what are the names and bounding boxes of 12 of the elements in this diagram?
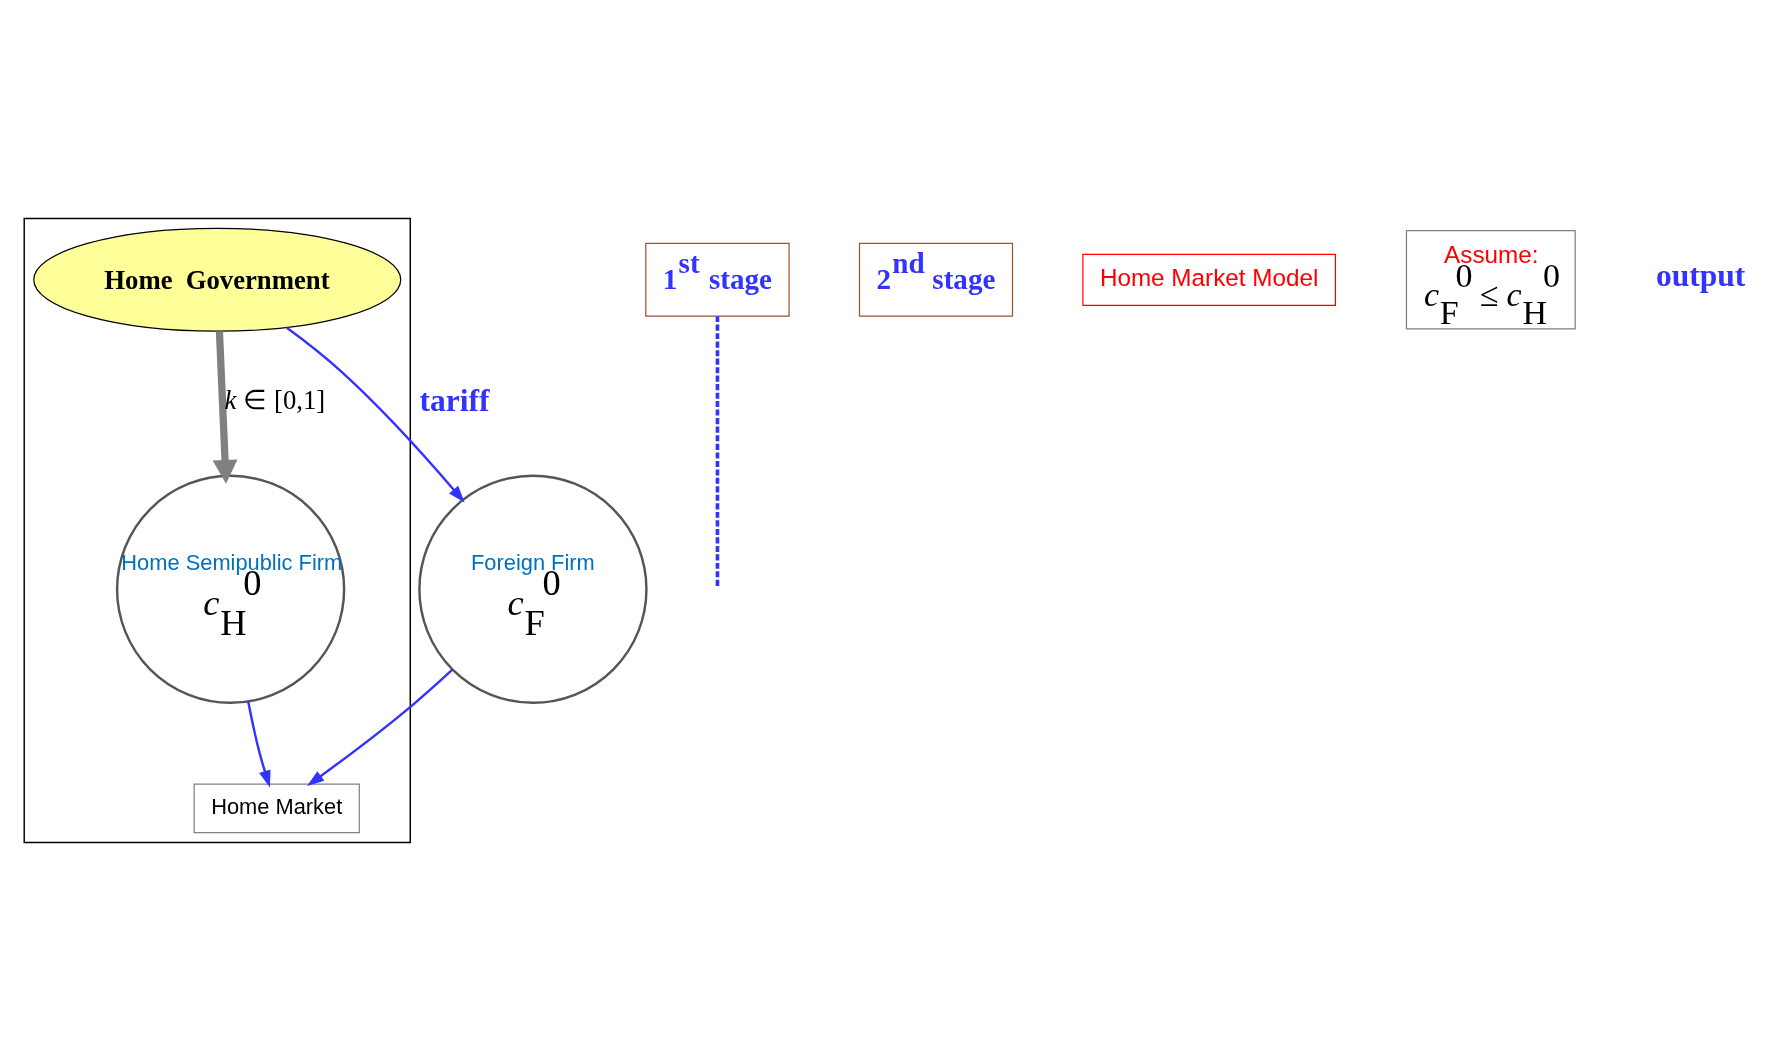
node-ellipse: Home Government	[32, 227, 401, 332]
arrow	[246, 700, 270, 788]
arrow	[212, 330, 237, 484]
connector	[715, 315, 719, 588]
edge-label: k ∈ [0,1]	[224, 384, 325, 415]
node-box: Home Market Model	[1081, 253, 1336, 306]
cluster	[23, 217, 411, 843]
arrow	[285, 326, 465, 503]
arrow	[306, 668, 453, 786]
label: output	[1655, 257, 1745, 293]
edge-label: tariff	[418, 382, 489, 418]
node-box: Home Market	[193, 783, 360, 833]
